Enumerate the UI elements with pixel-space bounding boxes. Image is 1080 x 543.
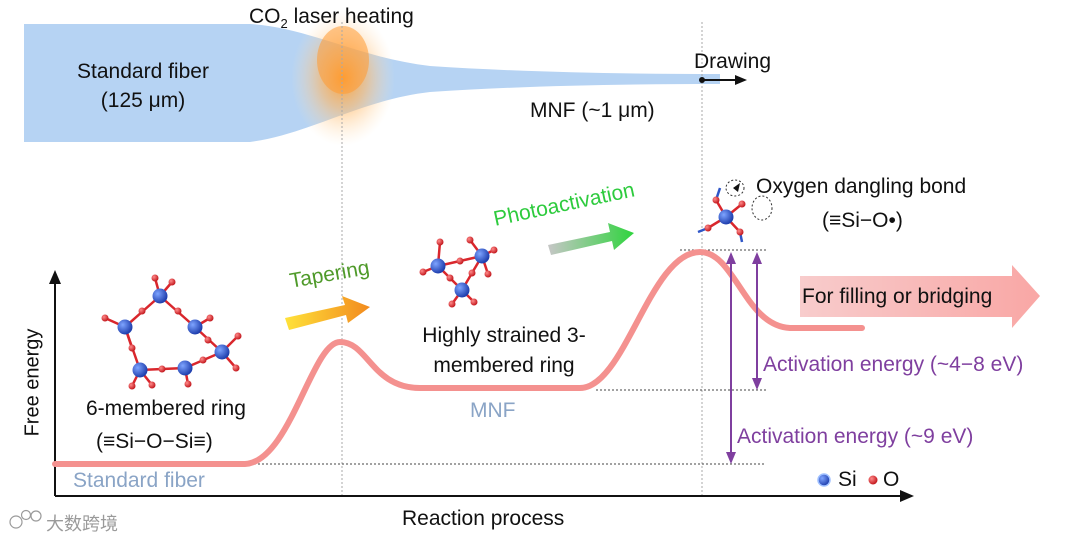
filling-arrow [800,265,1040,328]
y-axis-label: Free energy [21,328,44,437]
activation-energy-large-label: Activation energy (~9 eV) [737,425,974,448]
standard-fiber-state-label: Standard fiber [73,469,205,492]
ring3-label-line2: membered ring [433,354,575,377]
watermark-logo [9,509,42,529]
laser-heating-label: CO2 laser heating [249,5,414,31]
dangling-bond-molecule [697,187,746,243]
six-membered-ring-molecule [101,274,242,390]
ring3-label-line1: Highly strained 3- [422,324,586,347]
drawing-arrow [699,75,747,85]
ring6-label-line1: 6-membered ring [86,397,246,420]
activation-energy-small-label: Activation energy (~4−8 eV) [763,353,1024,376]
dangling-bond-label-line2: (≡Si−O•) [822,209,903,232]
dangling-bond-label-line1: Oxygen dangling bond [756,175,967,198]
legend-si-label: Si [838,468,857,491]
ring6-label-line2: (≡Si−O−Si≡) [96,430,213,453]
three-membered-ring-molecule [419,236,498,308]
standard-fiber-line1: Standard fiber [77,60,209,83]
dangling-orbital [725,179,773,221]
mnf-state-label: MNF [470,399,516,422]
legend-o-dot [868,475,878,485]
watermark-text: 大数跨境 [46,514,118,534]
laser-subscript: 2 [280,16,288,32]
photoactivation-arrow [548,223,634,255]
tapering-arrow [285,296,370,330]
energy-curve [52,248,865,467]
laser-core [317,26,369,94]
x-axis-arrow [900,490,914,502]
drawing-label: Drawing [694,50,772,73]
laser-prefix: CO [249,5,281,28]
legend-si-dot [817,473,831,487]
legend-o-label: O [883,468,900,491]
filling-label: For filling or bridging [802,285,993,308]
activation-arrow-small [752,252,762,390]
ring3-label: Highly strained 3- membered ring [388,321,620,381]
activation-arrow-large [726,252,736,464]
dangling-orbital-pointer [733,183,740,192]
standard-fiber-line2: (125 μm) [100,89,186,112]
standard-fiber-label: Standard fiber (125 μm) [58,57,228,115]
mnf-size-label: MNF (~1 μm) [530,99,655,122]
x-axis-label: Reaction process [402,507,565,530]
laser-suffix: laser heating [287,5,414,28]
y-axis-arrow [49,270,61,284]
